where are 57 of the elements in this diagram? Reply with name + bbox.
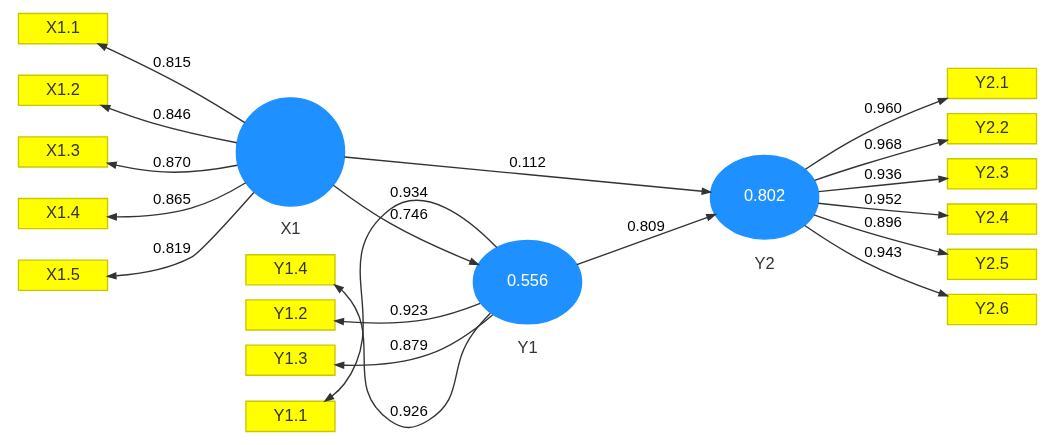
edge-label: 0.112 bbox=[508, 152, 546, 170]
arrow bbox=[817, 175, 949, 193]
edge-label: 0.870 bbox=[152, 152, 191, 170]
node-box: Y1.1 bbox=[244, 400, 336, 433]
arrow bbox=[817, 202, 949, 219]
node-box: Y1.3 bbox=[244, 344, 336, 376]
arrow bbox=[322, 199, 497, 403]
node-label: X1 bbox=[279, 219, 301, 238]
edge-label: 0.896 bbox=[863, 213, 902, 231]
node-box: X1.4 bbox=[17, 197, 108, 230]
node-label: Y1 bbox=[516, 338, 538, 357]
arrow bbox=[813, 138, 949, 181]
edge-label: 0.815 bbox=[152, 52, 191, 70]
node-box: Y2.1 bbox=[946, 67, 1037, 100]
node-label: Y2 bbox=[753, 253, 775, 272]
node-box: Y1.2 bbox=[244, 299, 336, 331]
node-box: X1.5 bbox=[17, 259, 108, 291]
edge-label: 0.923 bbox=[389, 300, 428, 318]
arrow bbox=[804, 97, 949, 170]
arrow bbox=[98, 104, 238, 144]
edge-label: 0.846 bbox=[152, 104, 191, 122]
node-ellipse: 0.556 bbox=[472, 239, 582, 325]
arrow bbox=[105, 182, 246, 221]
edge-label: 0.809 bbox=[626, 217, 665, 235]
arrow bbox=[332, 313, 494, 370]
node-box: Y2.2 bbox=[946, 112, 1037, 145]
edge-label: 0.819 bbox=[152, 239, 191, 257]
node-box: Y2.4 bbox=[946, 203, 1037, 235]
arrow bbox=[332, 184, 480, 266]
edge-label: 0.943 bbox=[863, 243, 902, 261]
node-box: Y1.4 bbox=[244, 254, 336, 286]
arrow bbox=[105, 161, 238, 173]
edge-label: 0.746 bbox=[389, 204, 428, 222]
node-circle bbox=[235, 97, 345, 207]
edge-label: 0.926 bbox=[389, 402, 428, 420]
edge-label: 0.952 bbox=[863, 189, 902, 207]
edge-label: 0.936 bbox=[863, 165, 902, 183]
arrow bbox=[803, 224, 949, 297]
arrow bbox=[575, 213, 717, 266]
arrow bbox=[332, 283, 491, 429]
node-box: X1.1 bbox=[17, 12, 108, 45]
arrow bbox=[105, 191, 254, 280]
arrow bbox=[343, 156, 712, 196]
node-ellipse: 0.802 bbox=[709, 154, 819, 240]
edge-label: 0.960 bbox=[863, 99, 902, 117]
node-box: Y2.5 bbox=[946, 248, 1037, 281]
node-box: X1.3 bbox=[17, 136, 108, 168]
arrow bbox=[812, 214, 949, 256]
edge-label: 0.968 bbox=[863, 134, 902, 152]
arrow bbox=[95, 43, 245, 124]
node-box: X1.2 bbox=[17, 74, 108, 107]
arrow bbox=[332, 302, 481, 326]
edge-label: 0.934 bbox=[389, 182, 428, 200]
edge-label: 0.865 bbox=[152, 189, 191, 207]
edge-label: 0.879 bbox=[389, 336, 428, 354]
node-box: Y2.3 bbox=[946, 158, 1037, 190]
node-box: Y2.6 bbox=[946, 293, 1037, 326]
